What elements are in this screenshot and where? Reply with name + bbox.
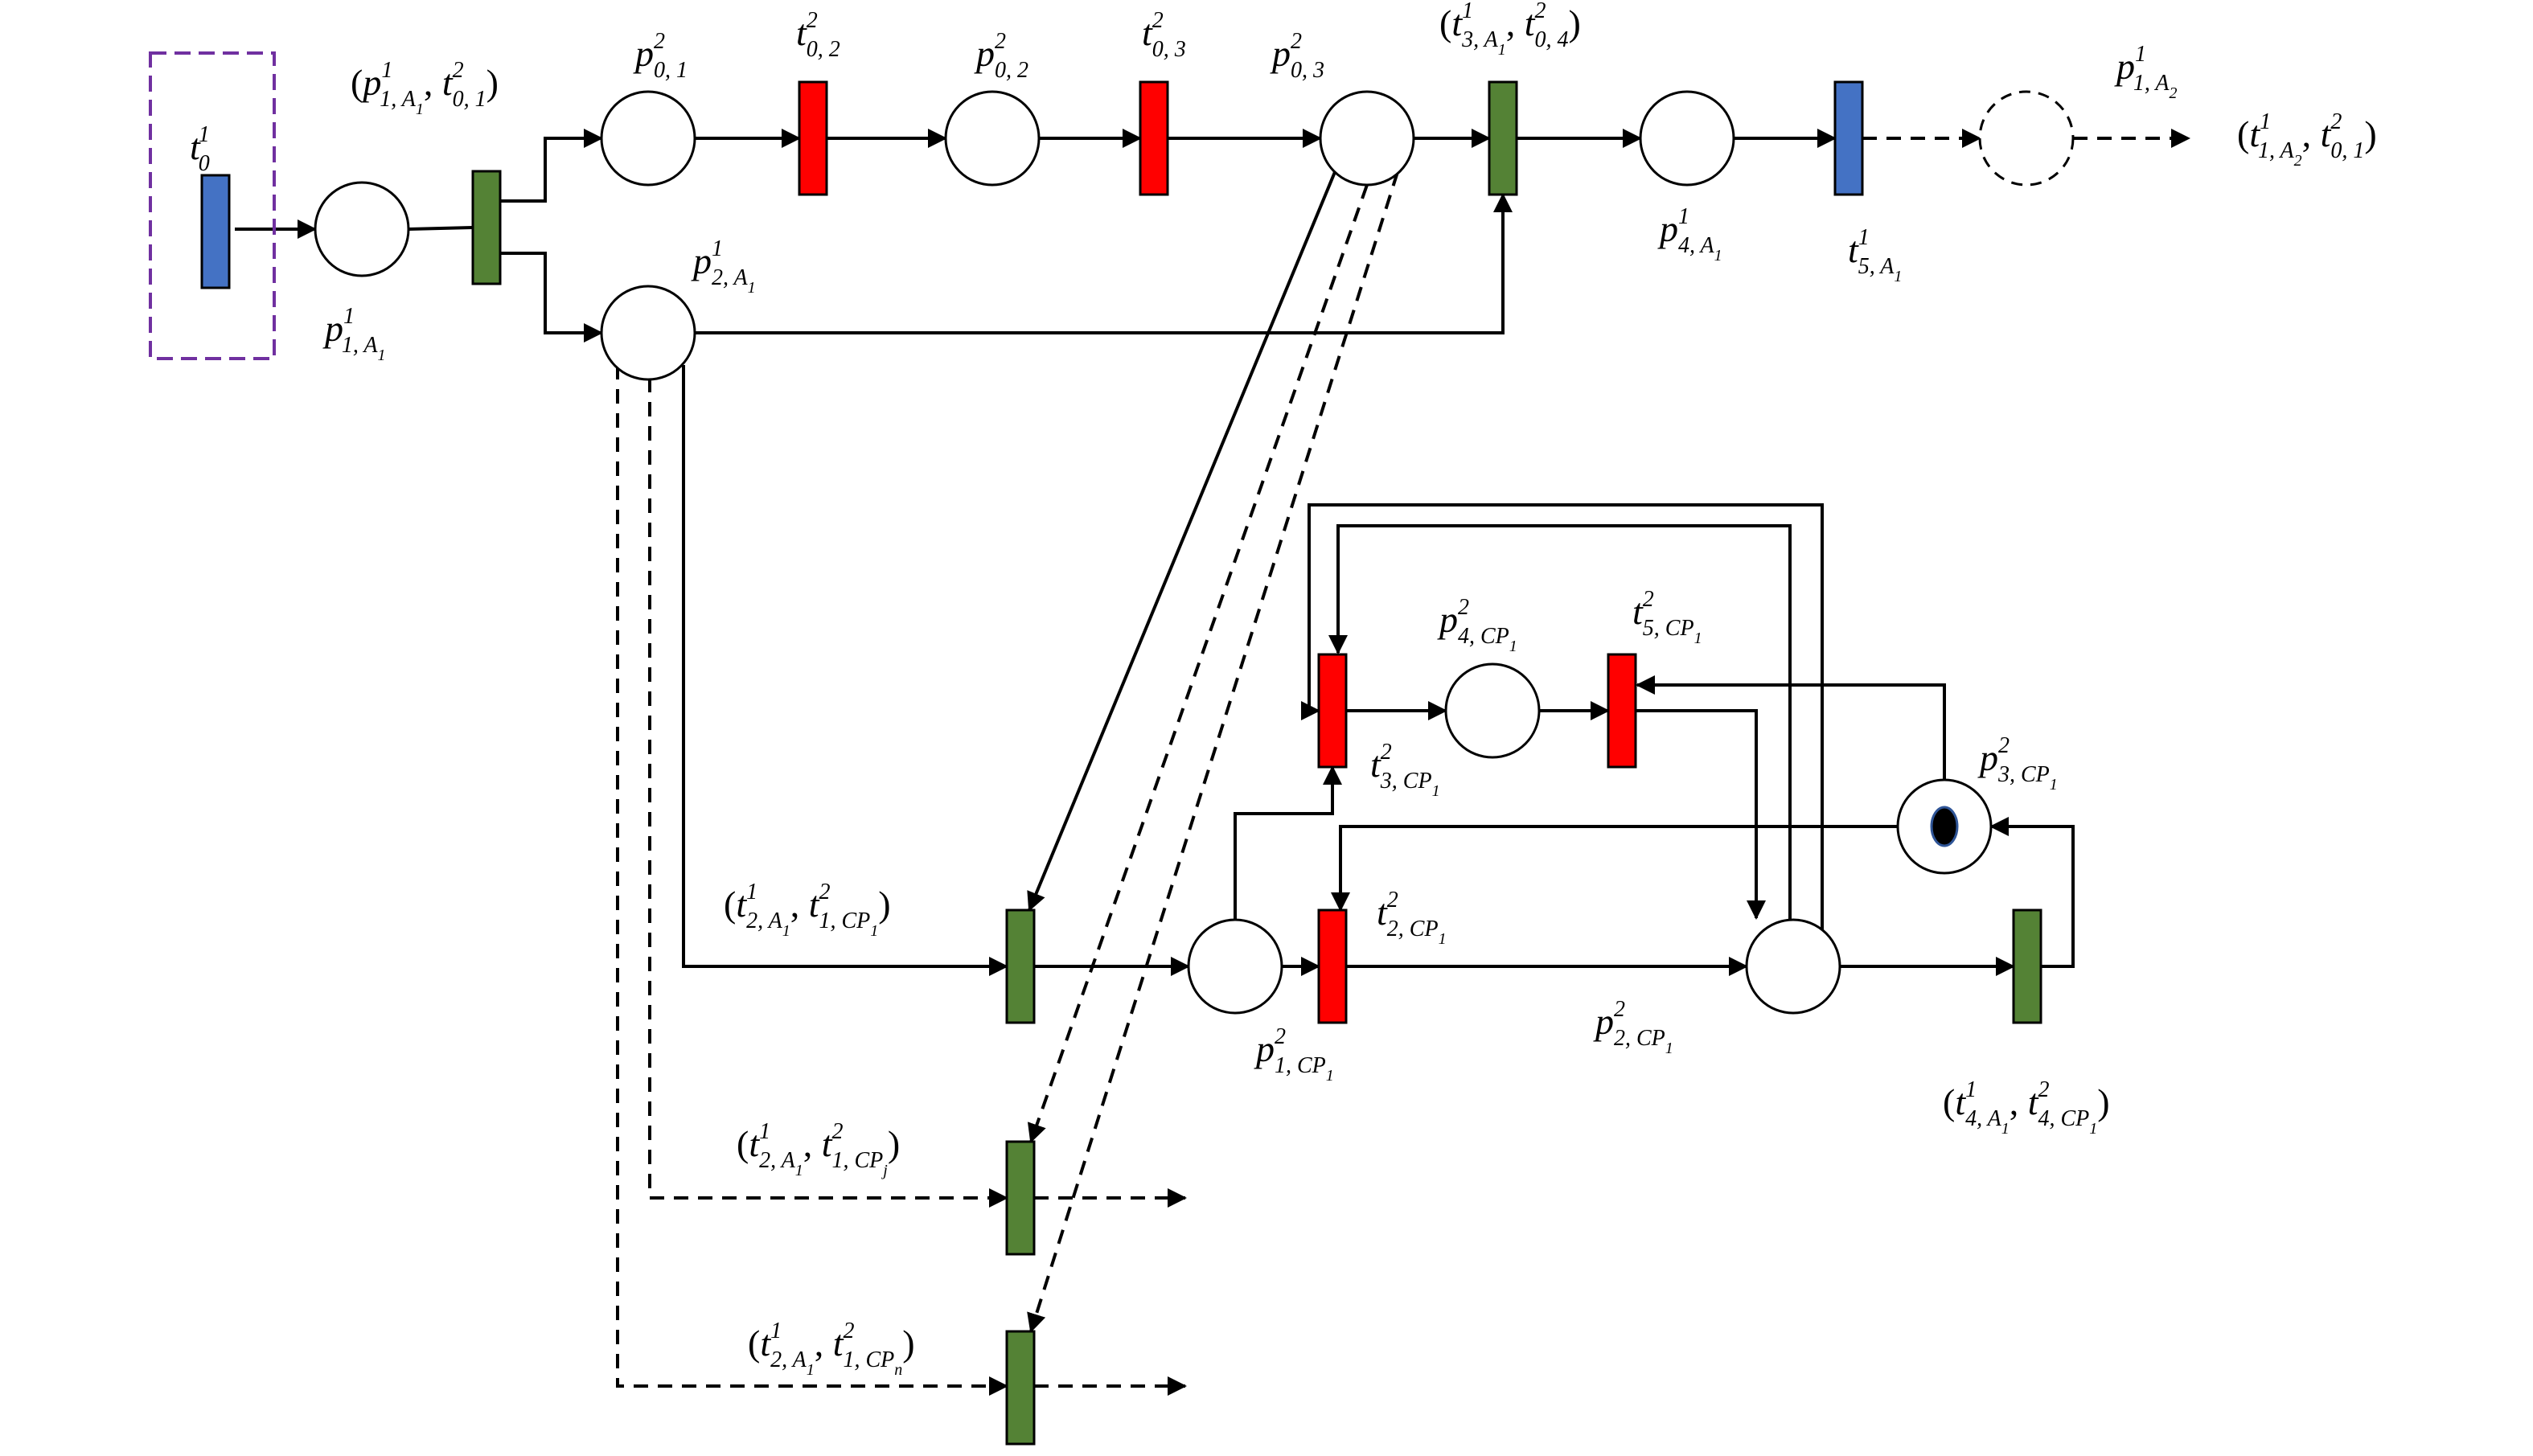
place-p1A2	[1978, 90, 2075, 187]
arc-p03-to-t2A1-cpj	[1027, 184, 1369, 1143]
arc-p2CP1-loop-outer	[1301, 503, 1824, 933]
transition-t0	[200, 174, 231, 289]
arc-p1A1-to-tpair	[408, 226, 474, 231]
arc-tpair-to-p01	[500, 129, 603, 203]
arc-p2A1-to-t2A1-cpj	[648, 378, 1008, 1208]
place-p02	[944, 90, 1041, 187]
place-p4A1	[1639, 90, 1735, 187]
place-p1A1	[314, 181, 410, 277]
transition-t5CP1	[1607, 653, 1637, 769]
arc-p3CP1-to-t5CP1	[1636, 675, 1946, 780]
transitions	[200, 80, 2042, 1446]
arcs	[235, 129, 2190, 1396]
place-p1CP1	[1187, 918, 1283, 1015]
transition-t3A1-t04	[1488, 80, 1518, 196]
transition-t2A1-t1CPj	[1005, 1140, 1036, 1256]
transition-t2CP1	[1317, 908, 1348, 1024]
place-p01	[600, 90, 696, 187]
transition-t4A1-t4CP1	[2012, 908, 2042, 1024]
arc-p1CP1-to-t3CP1	[1234, 765, 1342, 920]
place-p2CP1	[1745, 918, 1841, 1015]
transition-t3CP1	[1317, 653, 1348, 769]
arc-p03-to-t2A1-cpn	[1027, 171, 1399, 1333]
arc-p03-to-t2A1-cp1	[1027, 171, 1336, 912]
transition-t5A1	[1833, 80, 1864, 196]
arc-t5CP1-to-p2CP1	[1636, 709, 1766, 920]
arc-t4A1-to-p3CP1	[1989, 817, 2075, 968]
arc-p3CP1-to-t2CP1	[1331, 825, 1898, 912]
transition-t03	[1139, 80, 1169, 196]
place-p4CP1	[1444, 662, 1541, 759]
token	[1930, 806, 1959, 847]
transition-t2A1-t1CP1	[1005, 908, 1036, 1024]
arc-p2CP1-loop-inner	[1328, 524, 1792, 921]
arc-tpair-to-p2A1	[500, 252, 603, 342]
places	[314, 90, 2075, 1015]
arc-p2A1-to-t3A1	[695, 193, 1513, 334]
transition-p1A1-t01	[471, 170, 502, 285]
transition-t02	[798, 80, 828, 196]
arc-p2A1-to-t2A1-cpn	[616, 365, 1008, 1396]
initial-transition-frame	[149, 51, 276, 360]
transition-t2A1-t1CPn	[1005, 1330, 1036, 1446]
place-p03	[1319, 90, 1415, 187]
place-p2A1	[600, 285, 696, 381]
arc-p2A1-to-t2A1-cp1	[682, 365, 1008, 976]
